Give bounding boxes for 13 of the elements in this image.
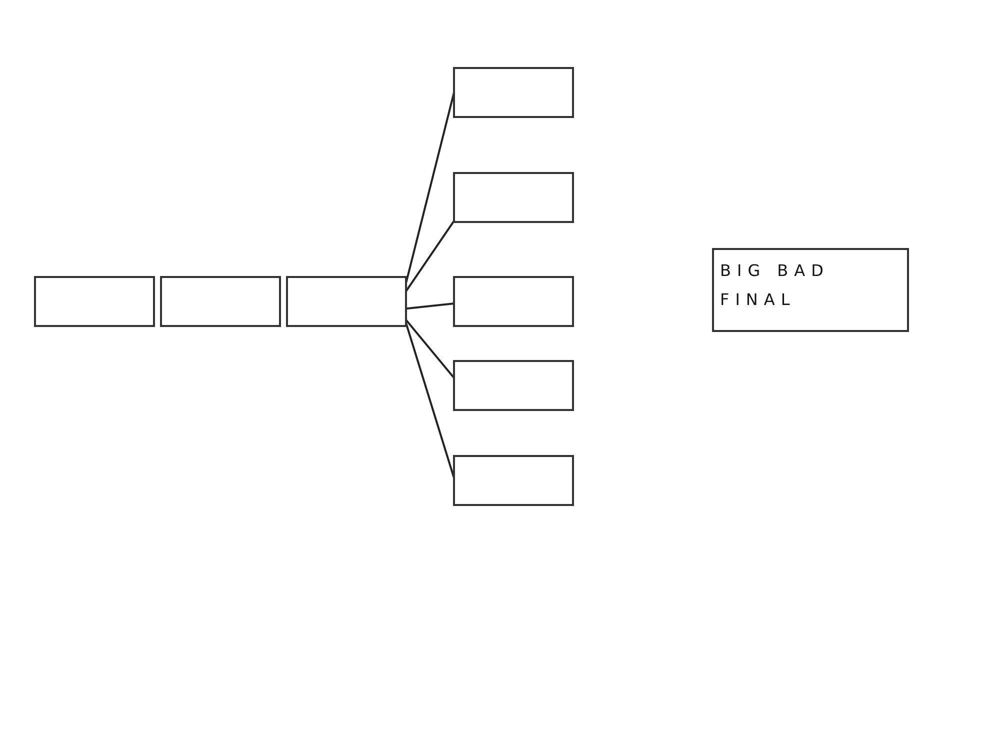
connector-line <box>406 302 454 310</box>
connector-line <box>405 319 455 378</box>
empty-box <box>453 455 574 506</box>
text-box <box>712 248 909 332</box>
empty-box <box>34 276 155 327</box>
empty-box <box>286 276 407 327</box>
empty-box <box>453 276 574 327</box>
connector-line <box>405 220 455 292</box>
empty-box <box>160 276 281 327</box>
empty-box <box>453 67 574 118</box>
empty-box <box>453 360 574 411</box>
empty-box <box>453 172 574 223</box>
node-text: BIG BAD FINAL <box>720 260 830 311</box>
